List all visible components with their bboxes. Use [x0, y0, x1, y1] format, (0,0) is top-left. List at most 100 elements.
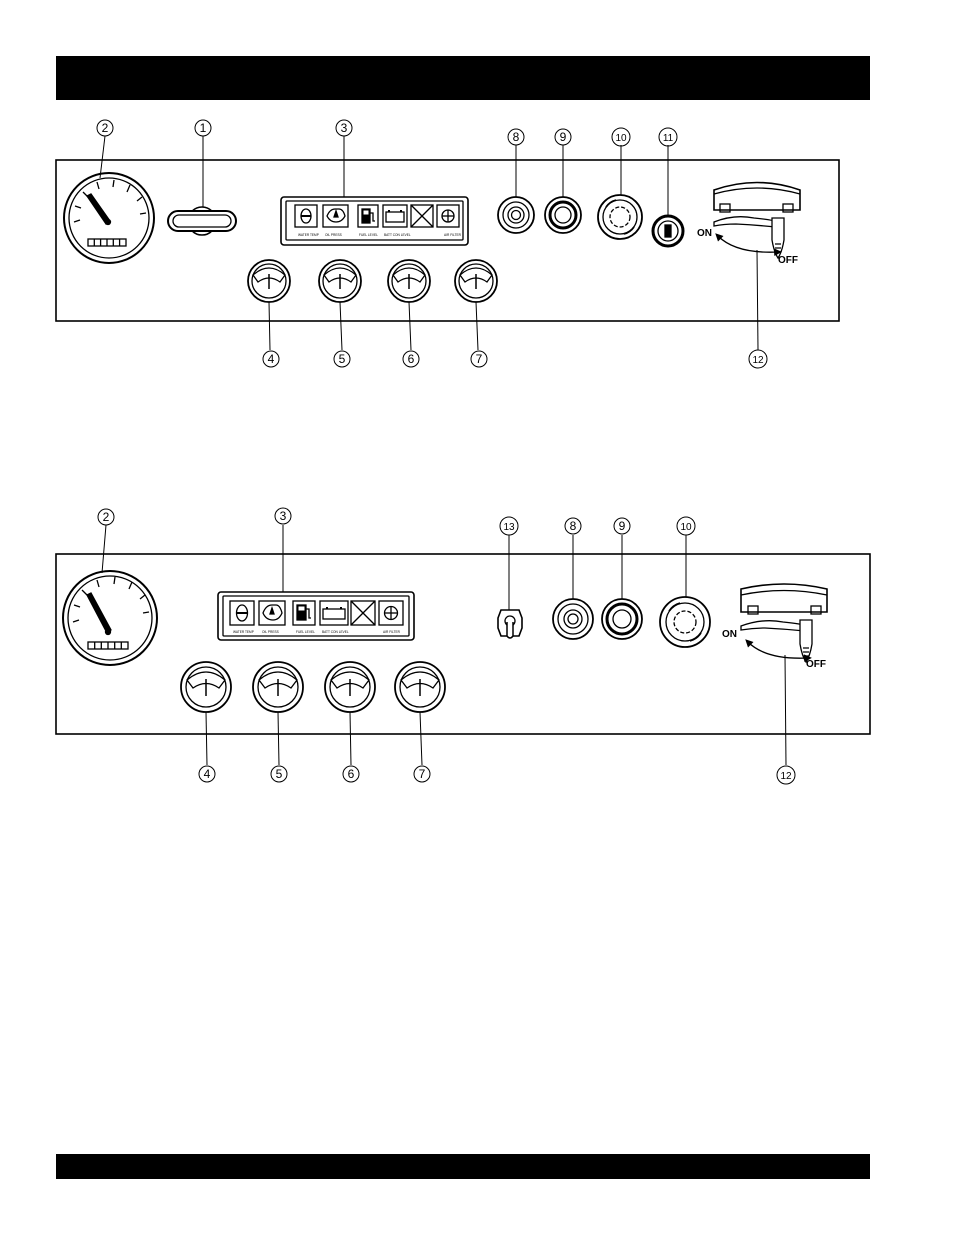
callout-10: 10: [677, 517, 695, 535]
oil-press-lamp: [259, 601, 285, 625]
svg-text:11: 11: [663, 133, 674, 144]
fuel-level-lamp: [358, 205, 378, 227]
callout-4: 4: [199, 766, 215, 782]
label-oil-press: OIL PRESS: [325, 233, 342, 237]
indicator-lamp-cluster: WATER TEMP OIL PRESS FUEL LEVEL BATT CON…: [281, 197, 468, 245]
switch-on-label: ON: [697, 228, 712, 239]
leader-lines-b: [102, 525, 786, 765]
push-button-9[interactable]: [602, 599, 642, 639]
batt-con-level-lamp: [383, 205, 407, 227]
svg-text:7: 7: [419, 767, 426, 781]
svg-text:3: 3: [280, 509, 287, 523]
gauge-4: [248, 260, 290, 302]
callout-1: 1: [195, 120, 211, 136]
on-off-lever-switch[interactable]: ON OFF: [697, 183, 800, 267]
push-button-9[interactable]: [545, 197, 581, 233]
oil-press-lamp: [323, 205, 348, 227]
label-fuel-level: FUEL LEVEL: [296, 630, 315, 634]
control-panel-a-diagram: WATER TEMP OIL PRESS FUEL LEVEL BATT CON…: [0, 115, 954, 375]
tachometer: [63, 571, 157, 665]
svg-text:8: 8: [513, 130, 520, 144]
callout-7: 7: [471, 351, 487, 367]
air-filter-lamp: [437, 205, 459, 227]
indicator-lamp-cluster: WATER TEMP OIL PRESS FUEL LEVEL BATT CON…: [218, 592, 414, 640]
toggle-switch-13[interactable]: [498, 610, 522, 638]
callout-2: 2: [97, 120, 113, 136]
svg-text:12: 12: [752, 355, 764, 366]
label-fuel-level: FUEL LEVEL: [359, 233, 378, 237]
gauge-5: [319, 260, 361, 302]
label-water-temp: WATER TEMP: [298, 233, 319, 237]
gauge-5: [253, 662, 303, 712]
svg-text:3: 3: [341, 121, 348, 135]
svg-text:10: 10: [615, 133, 627, 144]
callout-12: 12: [777, 766, 795, 784]
emergency-stop-button[interactable]: [660, 597, 710, 647]
gauge-6: [325, 662, 375, 712]
callout-6: 6: [403, 351, 419, 367]
callout-2: 2: [98, 509, 114, 525]
gauge-4: [181, 662, 231, 712]
callout-9: 9: [555, 129, 571, 145]
svg-text:6: 6: [408, 352, 415, 366]
switch-off-label: OFF: [778, 255, 798, 266]
callout-7: 7: [414, 766, 430, 782]
svg-text:2: 2: [103, 510, 110, 524]
label-water-temp: WATER TEMP: [233, 630, 254, 634]
svg-text:1: 1: [200, 121, 207, 135]
push-button-8[interactable]: [553, 599, 593, 639]
water-temp-lamp: [230, 601, 254, 625]
panel-b-outline: [56, 554, 870, 734]
svg-text:4: 4: [204, 767, 211, 781]
tachometer: [64, 173, 154, 263]
svg-text:9: 9: [619, 519, 626, 533]
label-air-filter: AIR FILTER: [444, 233, 462, 237]
svg-text:6: 6: [348, 767, 355, 781]
header-bar: [56, 56, 870, 100]
gauge-7: [395, 662, 445, 712]
svg-text:13: 13: [503, 522, 515, 533]
svg-text:4: 4: [268, 352, 275, 366]
callouts-a: 2 1 3 8 9 10 11 4 5 6 7 12: [97, 120, 767, 368]
callout-13: 13: [500, 517, 518, 535]
fuel-level-lamp: [293, 601, 315, 625]
callout-3: 3: [275, 508, 291, 524]
callout-4: 4: [263, 351, 279, 367]
label-air-filter: AIR FILTER: [383, 630, 401, 634]
svg-text:10: 10: [680, 522, 692, 533]
label-batt-con-level: BATT CON LEVEL: [384, 233, 411, 237]
svg-text:5: 5: [339, 352, 346, 366]
callout-5: 5: [334, 351, 350, 367]
callout-6: 6: [343, 766, 359, 782]
svg-text:12: 12: [780, 771, 792, 782]
callout-11: 11: [659, 128, 677, 146]
blank-lamp: [351, 601, 375, 625]
label-batt-con-level: BATT CON LEVEL: [322, 630, 349, 634]
on-off-lever-switch[interactable]: ON OFF: [722, 584, 827, 670]
switch-on-label: ON: [722, 629, 737, 640]
svg-text:5: 5: [276, 767, 283, 781]
label-oil-press: OIL PRESS: [262, 630, 279, 634]
svg-text:7: 7: [476, 352, 483, 366]
footer-bar: [56, 1154, 870, 1179]
gauge-7: [455, 260, 497, 302]
blank-lamp: [411, 205, 433, 227]
indicator-lamp-11: [653, 216, 683, 246]
water-temp-lamp: [295, 205, 317, 227]
svg-text:9: 9: [560, 130, 567, 144]
batt-con-level-lamp: [320, 601, 348, 625]
emergency-stop-button[interactable]: [598, 195, 642, 239]
control-panel-b-diagram: WATER TEMP OIL PRESS FUEL LEVEL BATT CON…: [0, 505, 954, 790]
callout-3: 3: [336, 120, 352, 136]
air-filter-lamp: [379, 601, 403, 625]
callout-9: 9: [614, 518, 630, 534]
callout-10: 10: [612, 128, 630, 146]
callout-8: 8: [508, 129, 524, 145]
svg-text:2: 2: [102, 121, 109, 135]
ignition-key[interactable]: [168, 207, 236, 235]
push-button-8[interactable]: [498, 197, 534, 233]
switch-off-label: OFF: [806, 659, 826, 670]
svg-text:8: 8: [570, 519, 577, 533]
callout-5: 5: [271, 766, 287, 782]
gauge-6: [388, 260, 430, 302]
